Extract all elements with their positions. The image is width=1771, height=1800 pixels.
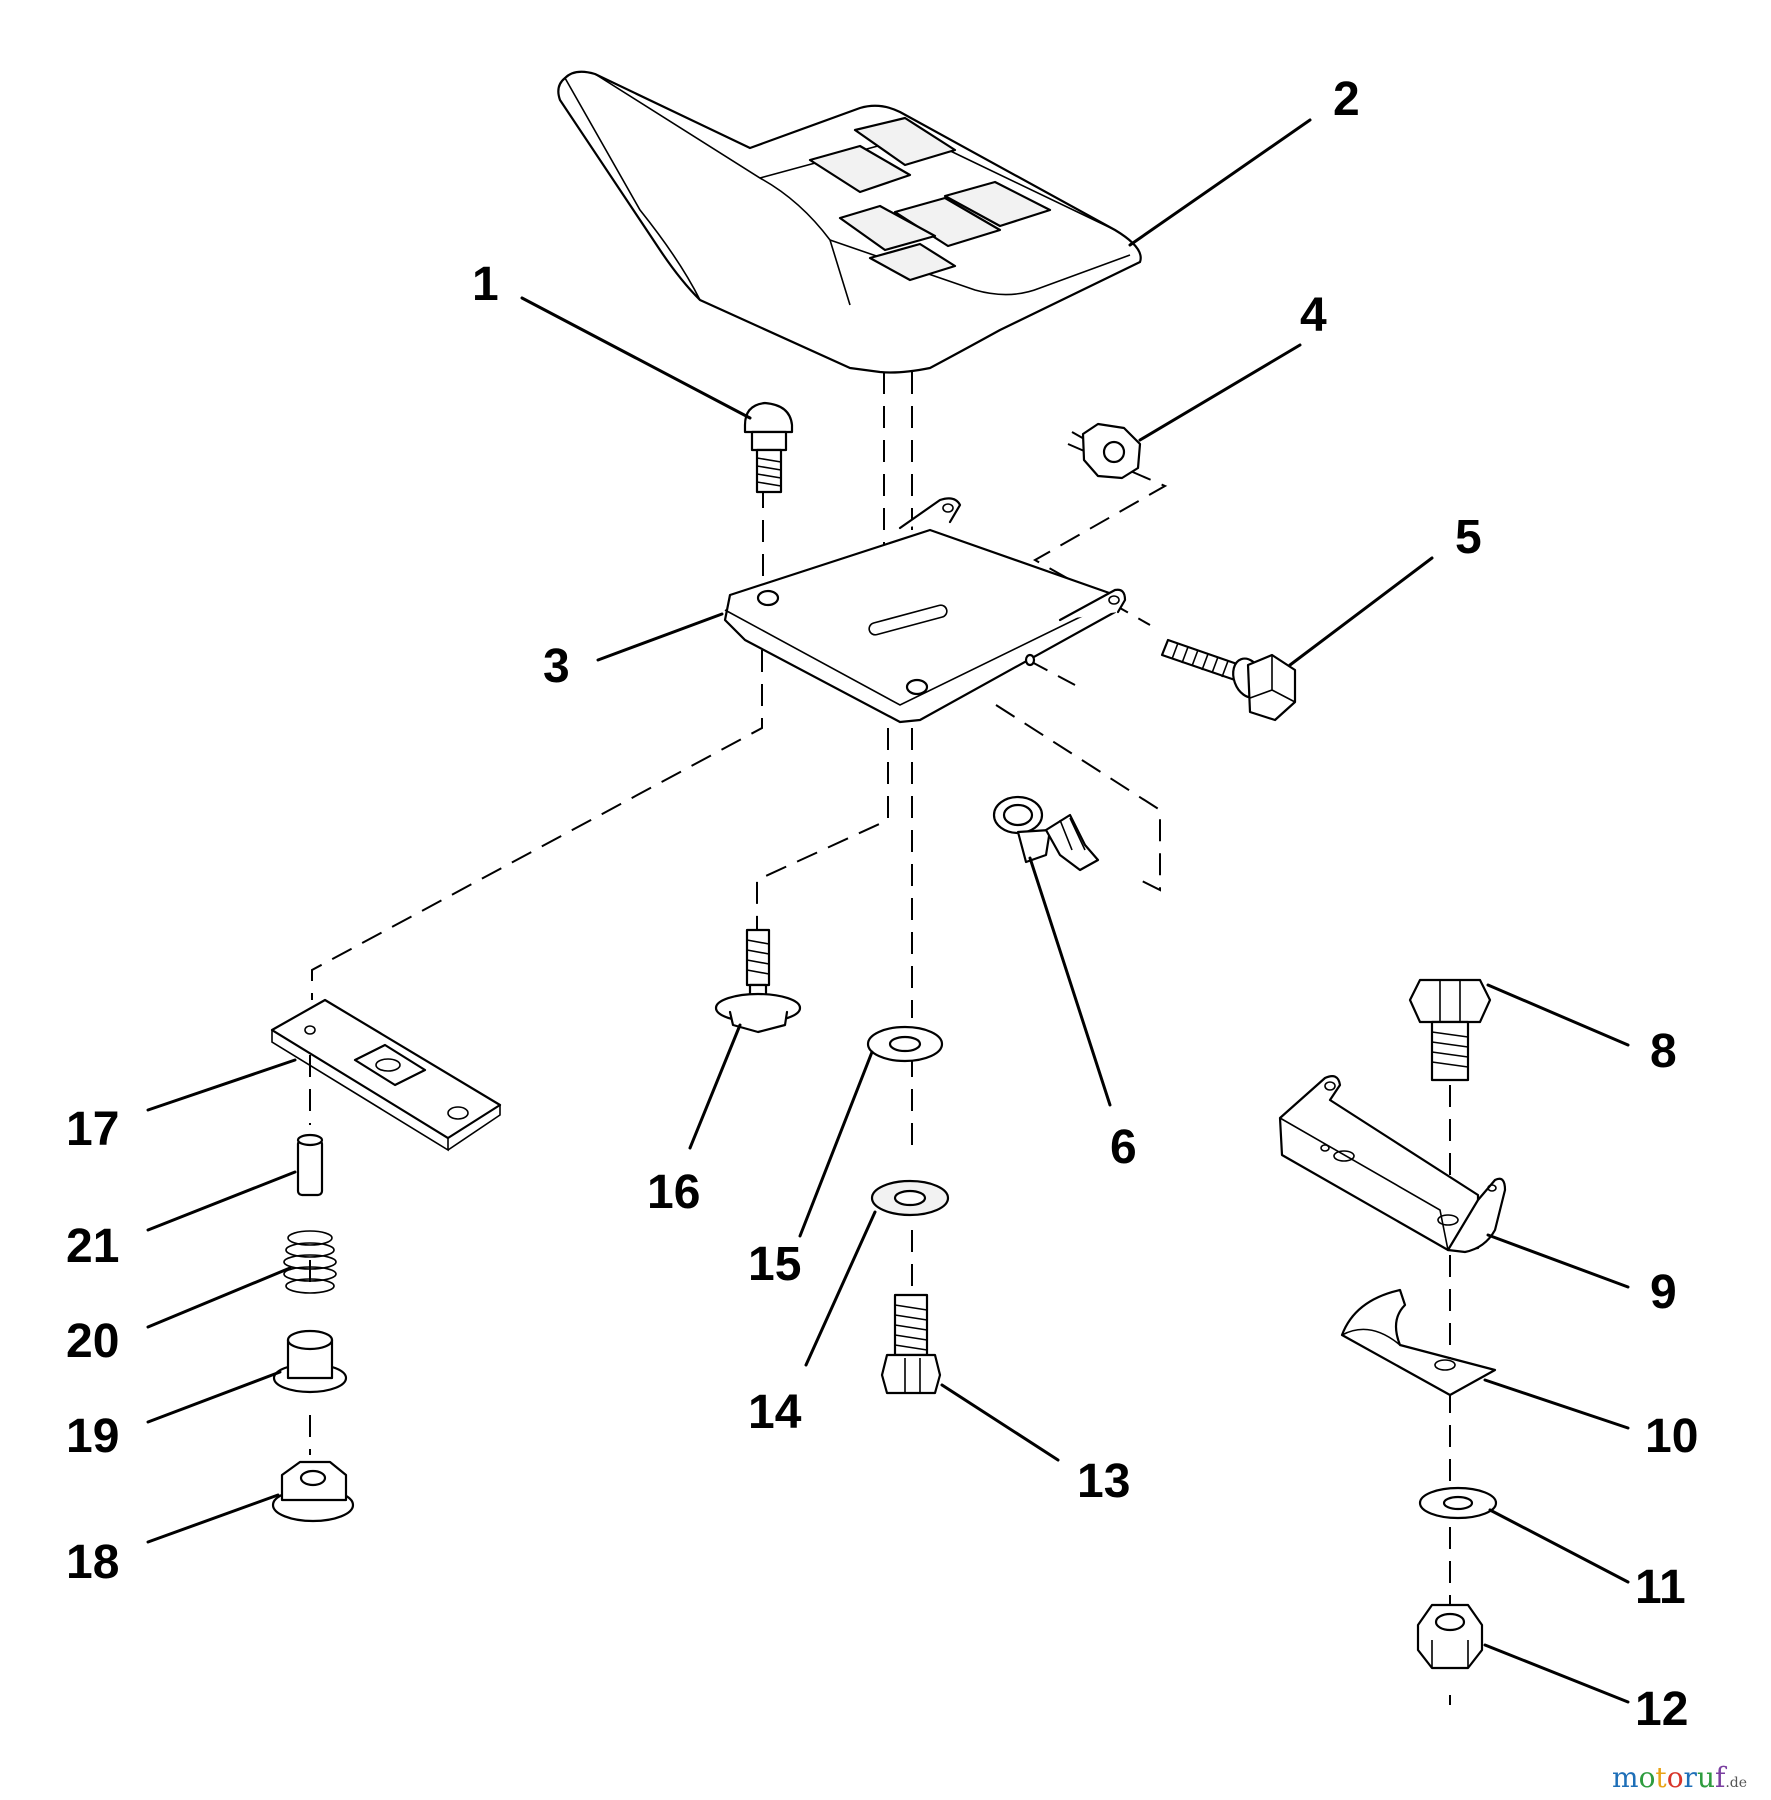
label-3: 3	[543, 640, 570, 693]
watermark-letter: o	[1639, 1761, 1656, 1794]
bushing-part	[272, 1329, 348, 1394]
washer-part	[1418, 1486, 1498, 1520]
label-21: 21	[66, 1220, 119, 1273]
watermark-letter: f	[1715, 1761, 1728, 1794]
watermark-logo: motoruf.de	[1612, 1761, 1747, 1794]
label-9: 9	[1650, 1266, 1677, 1319]
label-18: 18	[66, 1536, 119, 1589]
watermark-letter: t	[1655, 1761, 1667, 1794]
watermark-letter: o	[1667, 1761, 1684, 1794]
watermark-letter: u	[1697, 1761, 1715, 1794]
label-8: 8	[1650, 1025, 1677, 1078]
label-20: 20	[66, 1315, 119, 1368]
hex-nut-part	[1081, 422, 1142, 480]
label-13: 13	[1077, 1455, 1130, 1508]
label-11: 11	[1635, 1561, 1686, 1614]
lock-nut-part	[1416, 1603, 1484, 1670]
hex-head-bolt-part	[1408, 978, 1492, 1082]
label-1: 1	[472, 258, 499, 311]
label-2: 2	[1333, 73, 1360, 126]
watermark-text: motoruf	[1612, 1761, 1728, 1794]
label-12: 12	[1635, 1683, 1688, 1736]
hex-cap-screw-part	[880, 1293, 942, 1395]
seat-bracket-part	[1278, 1075, 1507, 1254]
spring-plate-part	[1340, 1288, 1497, 1397]
label-15: 15	[748, 1238, 801, 1291]
wire-clip-part	[992, 795, 1100, 872]
seat-plate-part	[723, 497, 1127, 724]
label-10: 10	[1645, 1410, 1698, 1463]
label-19: 19	[66, 1410, 119, 1463]
label-4: 4	[1300, 289, 1327, 342]
shoulder-bolt-part	[714, 928, 802, 1034]
label-17: 17	[66, 1103, 119, 1156]
part-numbers: 1 2 3 4 5 6 8 9 10 11 12 13 14 15 16 17 …	[66, 73, 1698, 1736]
label-6: 6	[1110, 1121, 1137, 1174]
hex-bolt-part	[1160, 638, 1297, 722]
label-14: 14	[748, 1386, 802, 1439]
leader-lines	[146, 118, 1630, 1704]
watermark-letter: r	[1684, 1761, 1698, 1794]
label-5: 5	[1455, 511, 1482, 564]
carriage-bolt-part	[743, 401, 794, 494]
label-16: 16	[647, 1166, 700, 1219]
flange-nut-part	[271, 1460, 355, 1523]
flat-washer-part	[866, 1025, 944, 1063]
watermark-letter: m	[1612, 1761, 1639, 1794]
assembly-lines	[309, 372, 1451, 1705]
pin-part	[296, 1133, 324, 1197]
spring-part	[283, 1230, 337, 1294]
lock-washer-part	[870, 1179, 950, 1217]
watermark-suffix: .de	[1725, 1775, 1747, 1791]
seat-part	[557, 70, 1142, 374]
latch-bracket-part	[270, 998, 502, 1152]
